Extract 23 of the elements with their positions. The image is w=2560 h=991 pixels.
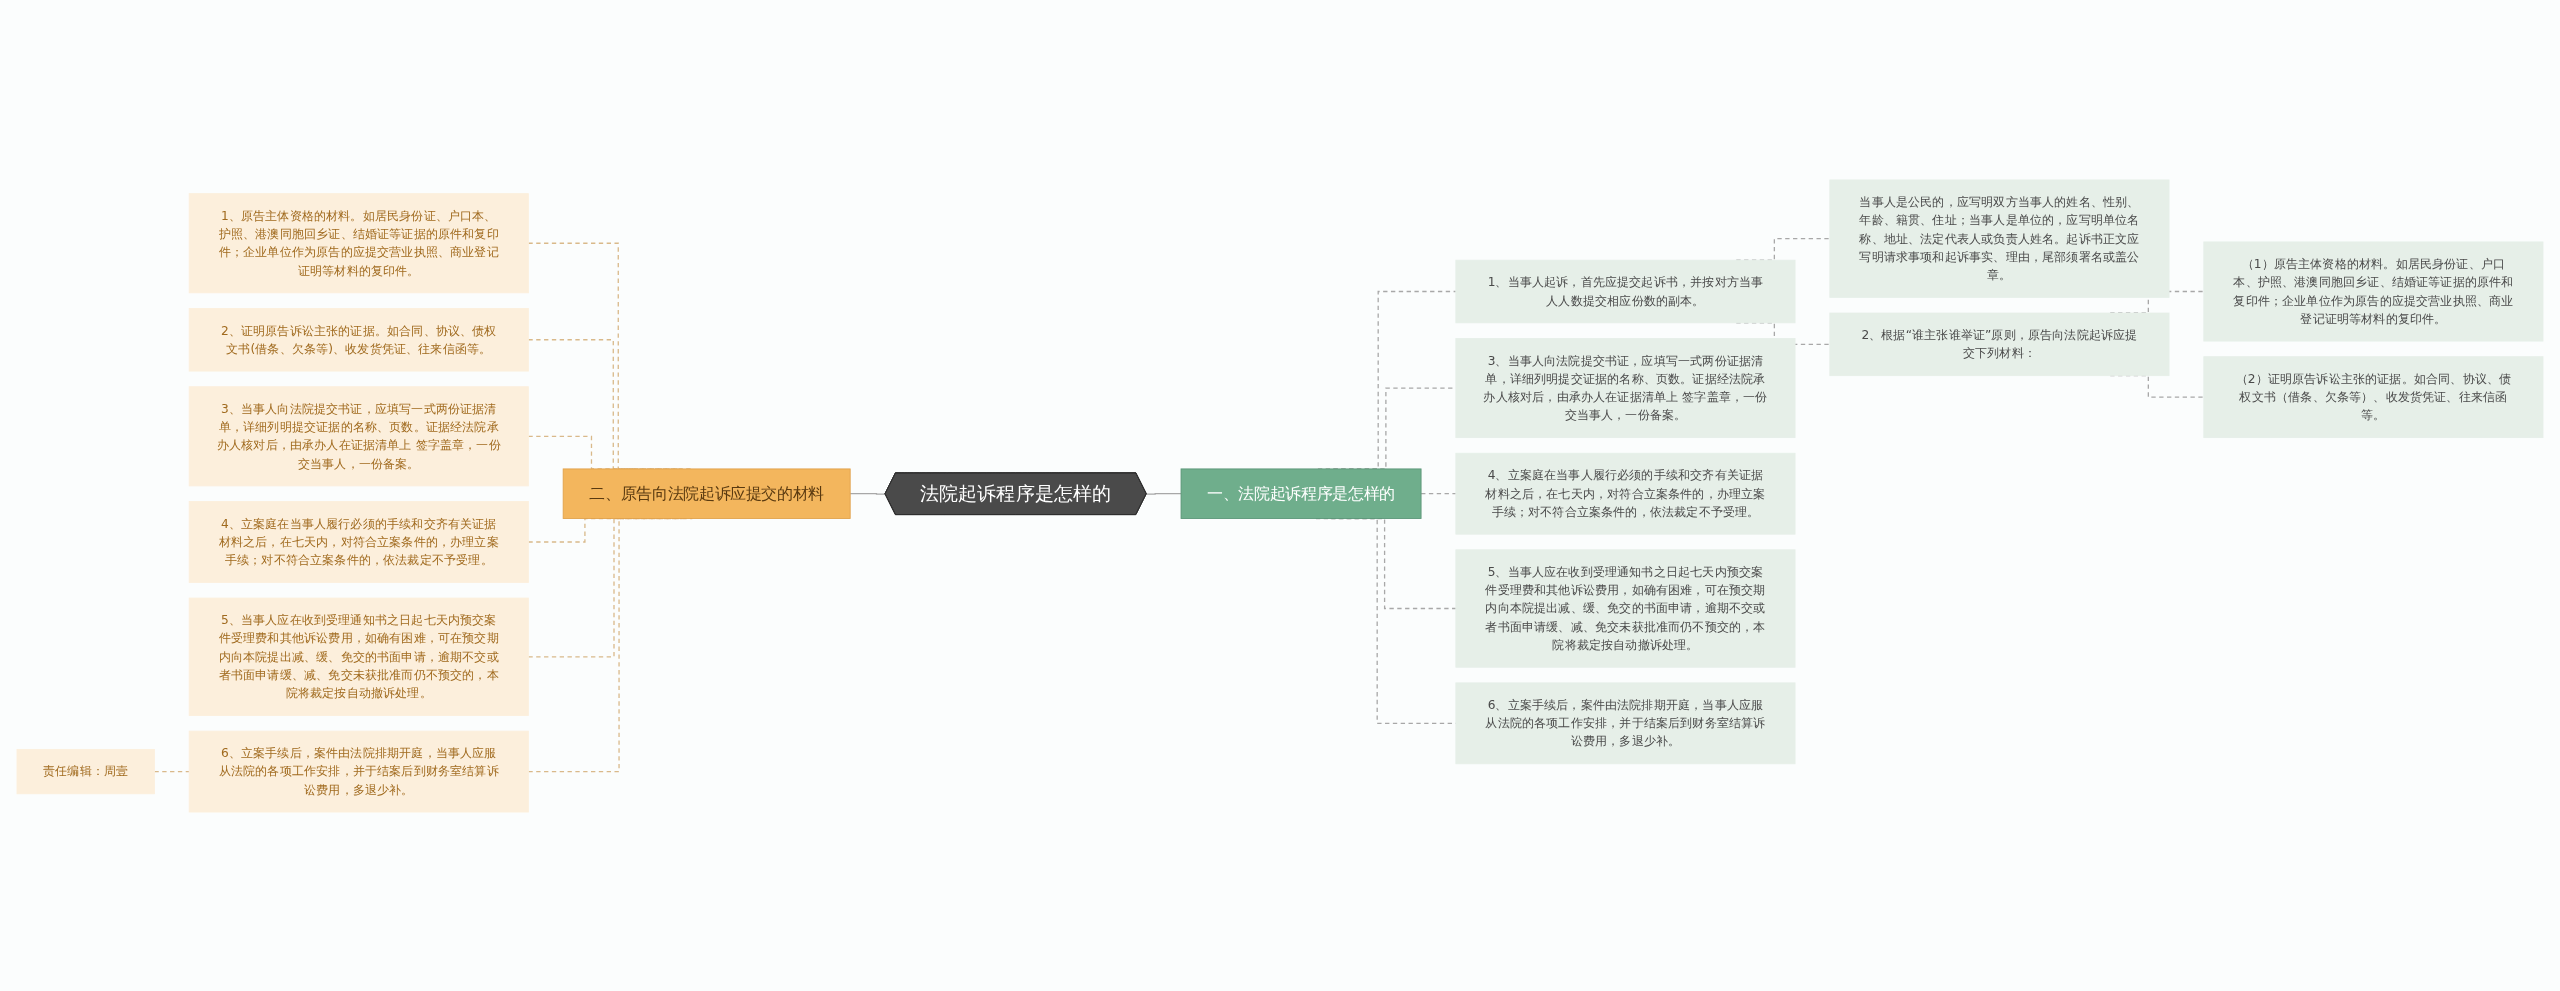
node-box [188, 385, 529, 486]
node-box [1455, 259, 1796, 323]
node-box [188, 597, 529, 716]
node-box [2203, 241, 2544, 341]
node-box [1180, 468, 1422, 519]
node-box [1455, 452, 1796, 535]
node-box [188, 730, 529, 812]
connector [1146, 492, 1182, 495]
mind-map: 法院起诉程序是怎样的 一、法院起诉程序是怎样的 1、当事人起诉，首先应提交起诉书，并按对方当事人人数提交相应份数的副本。 当事人是公民的，应写明双方当事人的姓名、性别、年龄、籍贯、住址；当事人是单位的，应写明单位名称、地址、法定代表人或负责人姓名。起诉书正文应写明请求事项和起诉事实、理由，尾部须署名或盖公章。 2、根据“谁主张谁举证”原则，原告向法院起诉应提交下列材料： （1）原告主体资格的材料。如居民身份证、户口本、护照、港澳同胞回乡证、结婚证等证据的原件和复印件；企业单位作为原告的应提交营业执照、商业登记证明等材料的复印件。 （2）证明原告诉讼主张的证据。如合同、协议、债权文书（借条、欠条等）、收发货凭证、往来信函等。 3、当事人向法院提交书证，应填写一式两份证据清单，详细列明提交证据的名称、页数。证据经法院承办人核对后，由承办人在证据清单上 签字盖章，一份交当事人，一份备案。 4、立案庭在当事人履行必须的手续和交齐有关证据材料之后，在七天内，对符合立案条件的，办理立案手续；对不符合立案条件的，依法裁定不予受理。 5、当事人应在收到受理通知书之日起七天内预交案件受理费和其他诉讼费用，如确有困难，可在预交期内向本院提出减、缓、免交的书面申请，逾期不交或者书面申请缓、减、免交未获批准而仍不预交的，本院将裁定按自动撤诉处理。 6、立案手续后，案件由法院排期开庭，当事人应服从法院的各项工作安排，并于结案后到财务室结算诉讼费用，多退少补。 二、原告向法院起诉应提交的材料 1、原告主体资格的材料。如居民身份证、户口本、护照、港澳同胞回乡证、结婚证等证据的原件和复印件；企业单位作为原告的应提交营业执照、商业登记证明等材料的复印件。 2、证明原告诉讼主张的证据。如合同、协议、债权文书(借条、欠条等)、收发货凭证、往来信函等。 3、当事人向法院提交书证，应填写一式两份证据清单，详细列明提交证据的名称、页数。证据经法院承办人核对后，由承办人在证据清单上 签字盖章，一份交当事人，一份备案。 4、立案庭在当事人履行必须的手续和交齐有关证据材料之后，在七天内，对符合立案条件的，办理立案手续；对不符合立案条件的，依法裁定不予受理。 5、当事人应在收到受理通知书之日起七天内预交案件受理费和其他诉讼费用，如确有困难，可在预交期内向本院提出减、缓、免交的书面申请，逾期不交或者书面申请缓、减、免交未获批准而仍不预交的，本院将裁定按自动撤诉处理。 6、立案手续后，案件由法院排期开庭，当事人应服从法院的各项工作安排，并于结案后到财务室结算诉讼费用，多退少补。 责任编辑：周壹 [10, 172, 2550, 819]
node-box [1455, 337, 1796, 438]
node-box [2203, 355, 2544, 438]
node-box [1455, 548, 1796, 668]
node-box [188, 192, 529, 293]
node-box [188, 307, 529, 371]
node-box [562, 468, 851, 519]
node-box [1455, 681, 1796, 764]
connector [153, 770, 190, 772]
node-box [16, 748, 155, 794]
node-box [188, 500, 529, 583]
node-box [1829, 312, 2170, 376]
connector [1420, 492, 1457, 494]
node-box [1829, 179, 2170, 298]
connector [849, 492, 887, 495]
